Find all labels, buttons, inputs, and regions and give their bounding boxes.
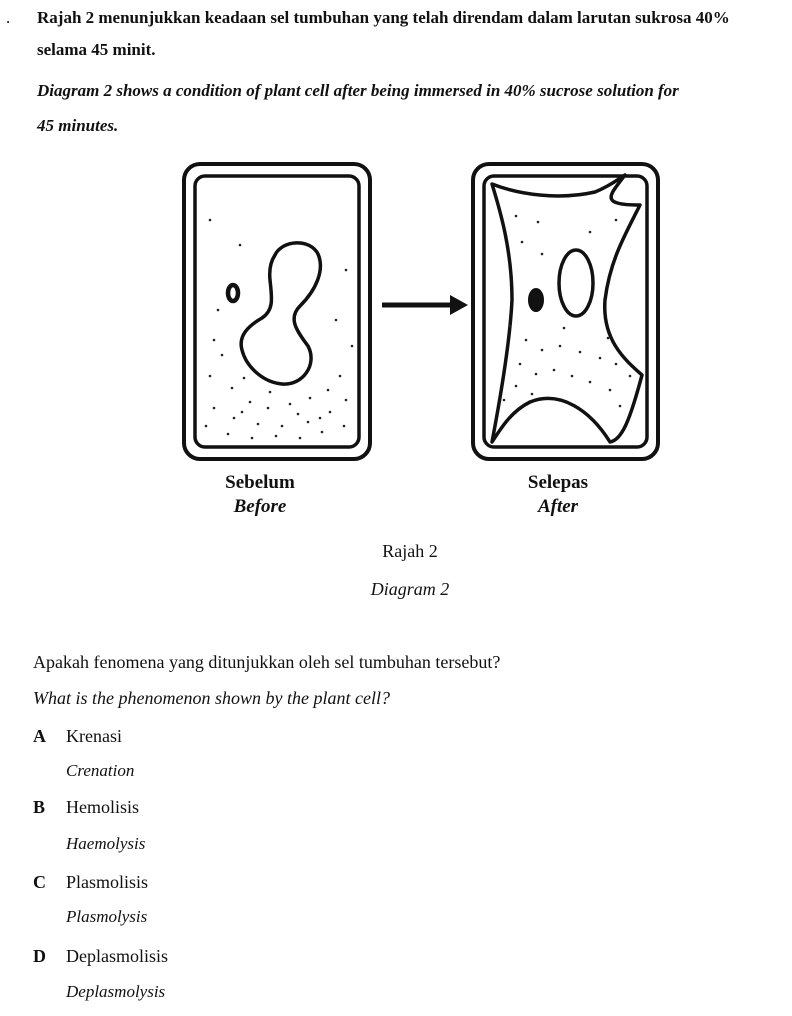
option-d-letter: D (33, 946, 46, 966)
before-vacuole (239, 241, 323, 386)
after-label-english: After (537, 496, 579, 517)
diagram-caption-english: Diagram 2 (370, 579, 450, 599)
option-a-malay: Krenasi (66, 726, 122, 746)
question-malay: Apakah fenomena yang ditunjukkan oleh se… (33, 652, 501, 672)
after-cell-wall-outer (471, 162, 660, 461)
question-english: What is the phenomenon shown by the plan… (33, 688, 390, 708)
arrow-icon (382, 295, 468, 315)
before-cell-wall-inner (193, 174, 361, 449)
option-b-letter: B (33, 797, 46, 817)
before-label-english: Before (233, 496, 287, 517)
option-c-english: Plasmolysis (66, 907, 148, 926)
intro-english-line-1: Diagram 2 shows a condition of plant cel… (37, 81, 679, 100)
option-a-letter: A (33, 726, 46, 746)
option-b-malay: Hemolisis (66, 797, 140, 817)
option-c-letter: C (33, 872, 46, 892)
intro-english-line-2: 45 minutes. (37, 116, 119, 135)
after-nucleus[interactable] (528, 288, 544, 312)
before-cell-wall-outer (182, 162, 372, 461)
option-b-english: Haemolysis (66, 834, 146, 853)
option-d-malay: Deplasmolisis (66, 946, 168, 966)
diagram-caption-malay: Rajah 2 (382, 541, 438, 561)
after-cell-wall-inner (482, 174, 649, 449)
after-label-malay: Selepas (527, 472, 589, 493)
before-label-malay: Sebelum (225, 472, 295, 493)
after-cytoplasm-dots (502, 214, 632, 408)
before-nucleus (225, 282, 241, 304)
intro-malay-line-1: Rajah 2 menunjukkan keadaan sel tumbuhan… (37, 8, 730, 27)
question-marker: . (6, 8, 11, 27)
after-cell-membrane (490, 173, 644, 444)
before-cytoplasm-dots (204, 218, 354, 440)
option-c-malay: Plasmolisis (66, 872, 149, 892)
after-vacuole (557, 248, 595, 318)
option-d-english: Deplasmolysis (66, 982, 166, 1001)
option-a-english: Crenation (66, 761, 135, 780)
intro-malay-line-2: selama 45 minit. (37, 40, 156, 59)
after-cell (471, 162, 660, 461)
before-cell (182, 162, 372, 461)
plant-cell-diagram (182, 162, 660, 461)
